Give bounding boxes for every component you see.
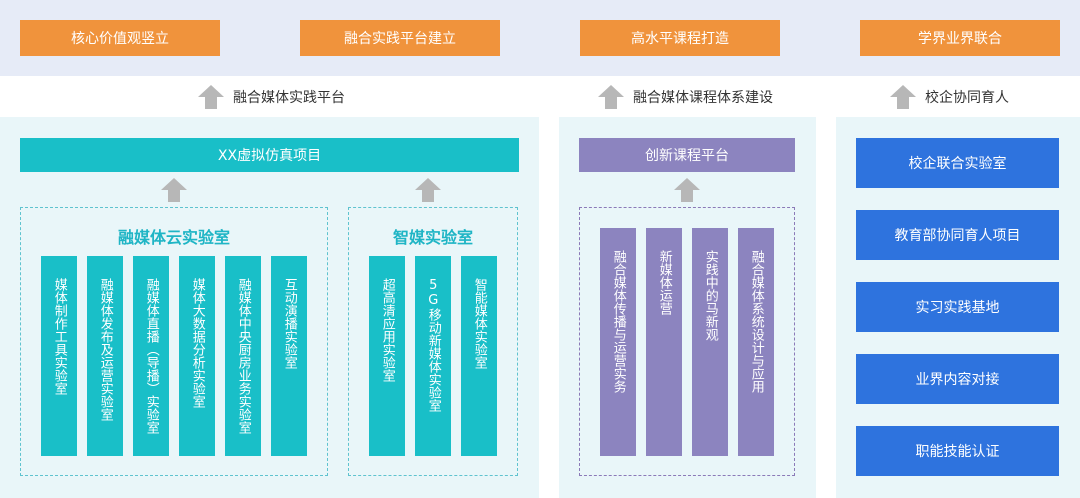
lab-column: 融媒体中央厨房业务实验室	[225, 256, 261, 456]
lab-label: 媒体制作工具实验室	[51, 278, 67, 395]
lab-column: 超高清应用实验室	[369, 256, 405, 456]
lab-label: 媒体大数据分析实验室	[189, 278, 205, 408]
lab-column: 融媒体发布及运营实验室	[87, 256, 123, 456]
cooperation-item: 教育部协同育人项目	[856, 210, 1059, 260]
goal-box-4: 学界业界联合	[860, 20, 1060, 56]
xx-project-label: XX虚拟仿真项目	[217, 148, 322, 164]
goal-label: 学界业界联合	[918, 31, 1002, 47]
course-column: 融合媒体传播与运营实务	[600, 228, 636, 456]
course-group	[579, 207, 795, 476]
course-label: 新媒体运营	[656, 250, 672, 315]
goal-box-2: 融合实践平台建立	[300, 20, 500, 56]
cloud-lab-group	[20, 207, 328, 476]
xx-project-bar: XX虚拟仿真项目	[20, 138, 519, 172]
cooperation-item: 校企联合实验室	[856, 138, 1059, 188]
lab-label: 互动演播实验室	[281, 278, 297, 369]
cooperation-item: 业界内容对接	[856, 354, 1059, 404]
lab-label: 融媒体直播（导播）实验室	[143, 278, 159, 434]
up-arrow-icon	[415, 178, 441, 202]
goal-box-1: 核心价值观竖立	[20, 20, 220, 56]
goal-label: 核心价值观竖立	[71, 31, 169, 47]
up-arrow-icon	[890, 85, 916, 109]
course-column: 融合媒体系统设计与应用	[738, 228, 774, 456]
innovation-course-bar: 创新课程平台	[579, 138, 795, 172]
goal-box-3: 高水平课程打造	[580, 20, 780, 56]
smart-lab-title: 智媒实验室	[392, 228, 473, 247]
lab-column: 互动演播实验室	[271, 256, 307, 456]
cooperation-item-label: 教育部协同育人项目	[894, 228, 1021, 244]
course-column: 新媒体运营	[646, 228, 682, 456]
cloud-lab-title: 融媒体云实验室	[117, 228, 230, 247]
platform-label-curriculum: 融合媒体课程体系建设	[633, 90, 773, 106]
lab-label: 5G移动新媒体实验室	[425, 278, 441, 412]
up-arrow-icon	[198, 85, 224, 109]
lab-column: 5G移动新媒体实验室	[415, 256, 451, 456]
goal-label: 高水平课程打造	[631, 31, 729, 47]
course-column: 实践中的马新观	[692, 228, 728, 456]
smart-lab-group	[348, 207, 518, 476]
cooperation-item: 实习实践基地	[856, 282, 1059, 332]
course-label: 融合媒体系统设计与应用	[748, 250, 764, 393]
lab-label: 融媒体发布及运营实验室	[97, 278, 113, 421]
lab-label: 融媒体中央厨房业务实验室	[235, 278, 251, 434]
cooperation-item: 职能技能认证	[856, 426, 1059, 476]
course-label: 融合媒体传播与运营实务	[610, 250, 626, 393]
up-arrow-icon	[598, 85, 624, 109]
course-label: 实践中的马新观	[702, 250, 718, 341]
platform-label-cooperation: 校企协同育人	[925, 90, 1009, 106]
lab-label: 超高清应用实验室	[379, 278, 395, 382]
cooperation-item-label: 职能技能认证	[915, 444, 1000, 460]
lab-column: 媒体制作工具实验室	[41, 256, 77, 456]
up-arrow-icon	[161, 178, 187, 202]
innovation-course-label: 创新课程平台	[645, 148, 729, 164]
platform-label-practice: 融合媒体实践平台	[233, 90, 345, 106]
lab-label: 智能媒体实验室	[471, 278, 487, 369]
cooperation-item-label: 实习实践基地	[915, 300, 1000, 316]
goal-label: 融合实践平台建立	[344, 31, 456, 47]
lab-column: 智能媒体实验室	[461, 256, 497, 456]
lab-column: 融媒体直播（导播）实验室	[133, 256, 169, 456]
lab-column: 媒体大数据分析实验室	[179, 256, 215, 456]
cooperation-item-label: 业界内容对接	[915, 372, 1000, 388]
up-arrow-icon	[674, 178, 700, 202]
cooperation-item-label: 校企联合实验室	[908, 156, 1007, 172]
